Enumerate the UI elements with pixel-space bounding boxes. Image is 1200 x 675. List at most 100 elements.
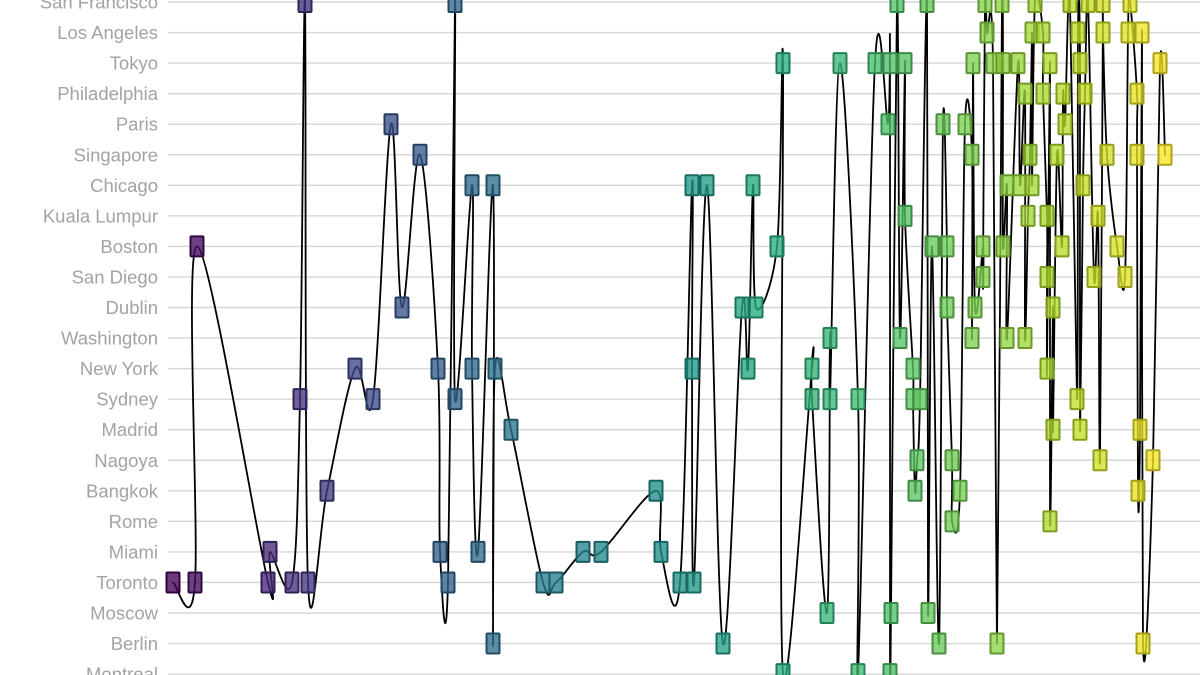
data-point-marker	[1120, 21, 1136, 44]
y-axis-label: Moscow	[90, 603, 158, 624]
data-point-marker	[734, 296, 750, 319]
data-point-marker	[1072, 52, 1088, 75]
data-point-marker	[1055, 82, 1071, 105]
data-point-marker	[593, 540, 609, 563]
data-point-marker	[165, 571, 181, 594]
data-point-marker	[999, 327, 1015, 350]
data-point-marker	[1035, 21, 1051, 44]
data-point-marker	[485, 174, 501, 197]
data-point-marker	[284, 571, 300, 594]
data-point-marker	[882, 663, 898, 675]
data-point-marker	[1090, 204, 1106, 227]
data-point-marker	[1095, 21, 1111, 44]
data-point-marker	[684, 357, 700, 380]
data-point-marker	[822, 388, 838, 411]
data-point-marker	[935, 113, 951, 136]
data-point-marker	[989, 632, 1005, 655]
data-point-marker	[964, 143, 980, 166]
data-point-marker	[1039, 357, 1055, 380]
y-axis-label: Dublin	[106, 297, 158, 318]
data-point-marker	[804, 357, 820, 380]
data-point-marker	[975, 265, 991, 288]
data-point-marker	[775, 663, 791, 675]
data-point-marker	[905, 357, 921, 380]
data-point-marker	[1086, 265, 1102, 288]
data-point-marker	[1134, 21, 1150, 44]
data-point-marker	[1129, 82, 1145, 105]
data-point-marker	[412, 143, 428, 166]
data-point-marker	[1017, 82, 1033, 105]
data-point-marker	[822, 327, 838, 350]
data-point-marker	[995, 52, 1011, 75]
data-point-marker	[297, 0, 313, 13]
data-point-marker	[430, 357, 446, 380]
y-axis-label: Berlin	[111, 633, 158, 654]
data-point-marker	[919, 0, 935, 13]
data-point-marker	[1092, 449, 1108, 472]
data-point-marker	[1109, 235, 1125, 258]
data-point-marker	[684, 174, 700, 197]
data-point-marker	[999, 174, 1015, 197]
data-point-marker	[745, 174, 761, 197]
data-point-marker	[1017, 327, 1033, 350]
data-point-marker	[319, 479, 335, 502]
data-point-marker	[1095, 0, 1111, 13]
data-point-marker	[939, 296, 955, 319]
data-point-marker	[967, 296, 983, 319]
data-point-marker	[1027, 0, 1043, 13]
data-point-marker	[470, 540, 486, 563]
y-axis-label: San Diego	[72, 266, 158, 287]
data-point-marker	[850, 663, 866, 675]
data-point-marker	[575, 540, 591, 563]
data-point-marker	[924, 235, 940, 258]
y-axis-label: Nagoya	[94, 450, 158, 471]
data-point-marker	[912, 388, 928, 411]
data-point-marker	[548, 571, 564, 594]
data-point-marker	[535, 571, 551, 594]
data-point-marker	[889, 0, 905, 13]
data-point-marker	[485, 632, 501, 655]
data-point-marker	[1069, 388, 1085, 411]
data-point-marker	[804, 388, 820, 411]
data-point-marker	[699, 174, 715, 197]
data-point-marker	[300, 571, 316, 594]
data-point-marker	[1145, 449, 1161, 472]
data-point-marker	[977, 0, 993, 13]
data-point-marker	[1045, 296, 1061, 319]
y-axis-label: Rome	[109, 511, 158, 532]
data-point-marker	[686, 571, 702, 594]
data-point-marker	[1045, 418, 1061, 441]
data-point-marker	[1049, 143, 1065, 166]
data-point-marker	[1080, 0, 1096, 13]
data-point-marker	[432, 540, 448, 563]
y-axis-label: Tokyo	[110, 53, 158, 74]
data-point-marker	[262, 540, 278, 563]
y-axis-label: Montreal	[86, 664, 158, 675]
data-point-marker	[965, 52, 981, 75]
data-point-marker	[715, 632, 731, 655]
data-point-marker	[909, 449, 925, 472]
data-point-marker	[740, 357, 756, 380]
data-point-marker	[1132, 418, 1148, 441]
data-point-marker	[1122, 0, 1138, 13]
data-point-marker	[1010, 52, 1026, 75]
data-point-marker	[1042, 510, 1058, 533]
data-point-marker	[383, 113, 399, 136]
data-point-marker	[748, 296, 764, 319]
data-point-marker	[944, 449, 960, 472]
data-point-marker	[447, 0, 463, 13]
y-axis-label: Boston	[100, 236, 158, 257]
y-axis-label: Bangkok	[86, 480, 159, 501]
data-point-marker	[995, 235, 1011, 258]
data-point-marker	[975, 235, 991, 258]
data-point-marker	[1020, 204, 1036, 227]
data-point-marker	[1130, 479, 1146, 502]
data-point-marker	[979, 21, 995, 44]
data-point-marker	[440, 571, 456, 594]
data-point-marker	[464, 174, 480, 197]
y-axis-label: Toronto	[96, 572, 158, 593]
data-point-marker	[1039, 265, 1055, 288]
data-point-marker	[867, 52, 883, 75]
data-point-marker	[1135, 632, 1151, 655]
